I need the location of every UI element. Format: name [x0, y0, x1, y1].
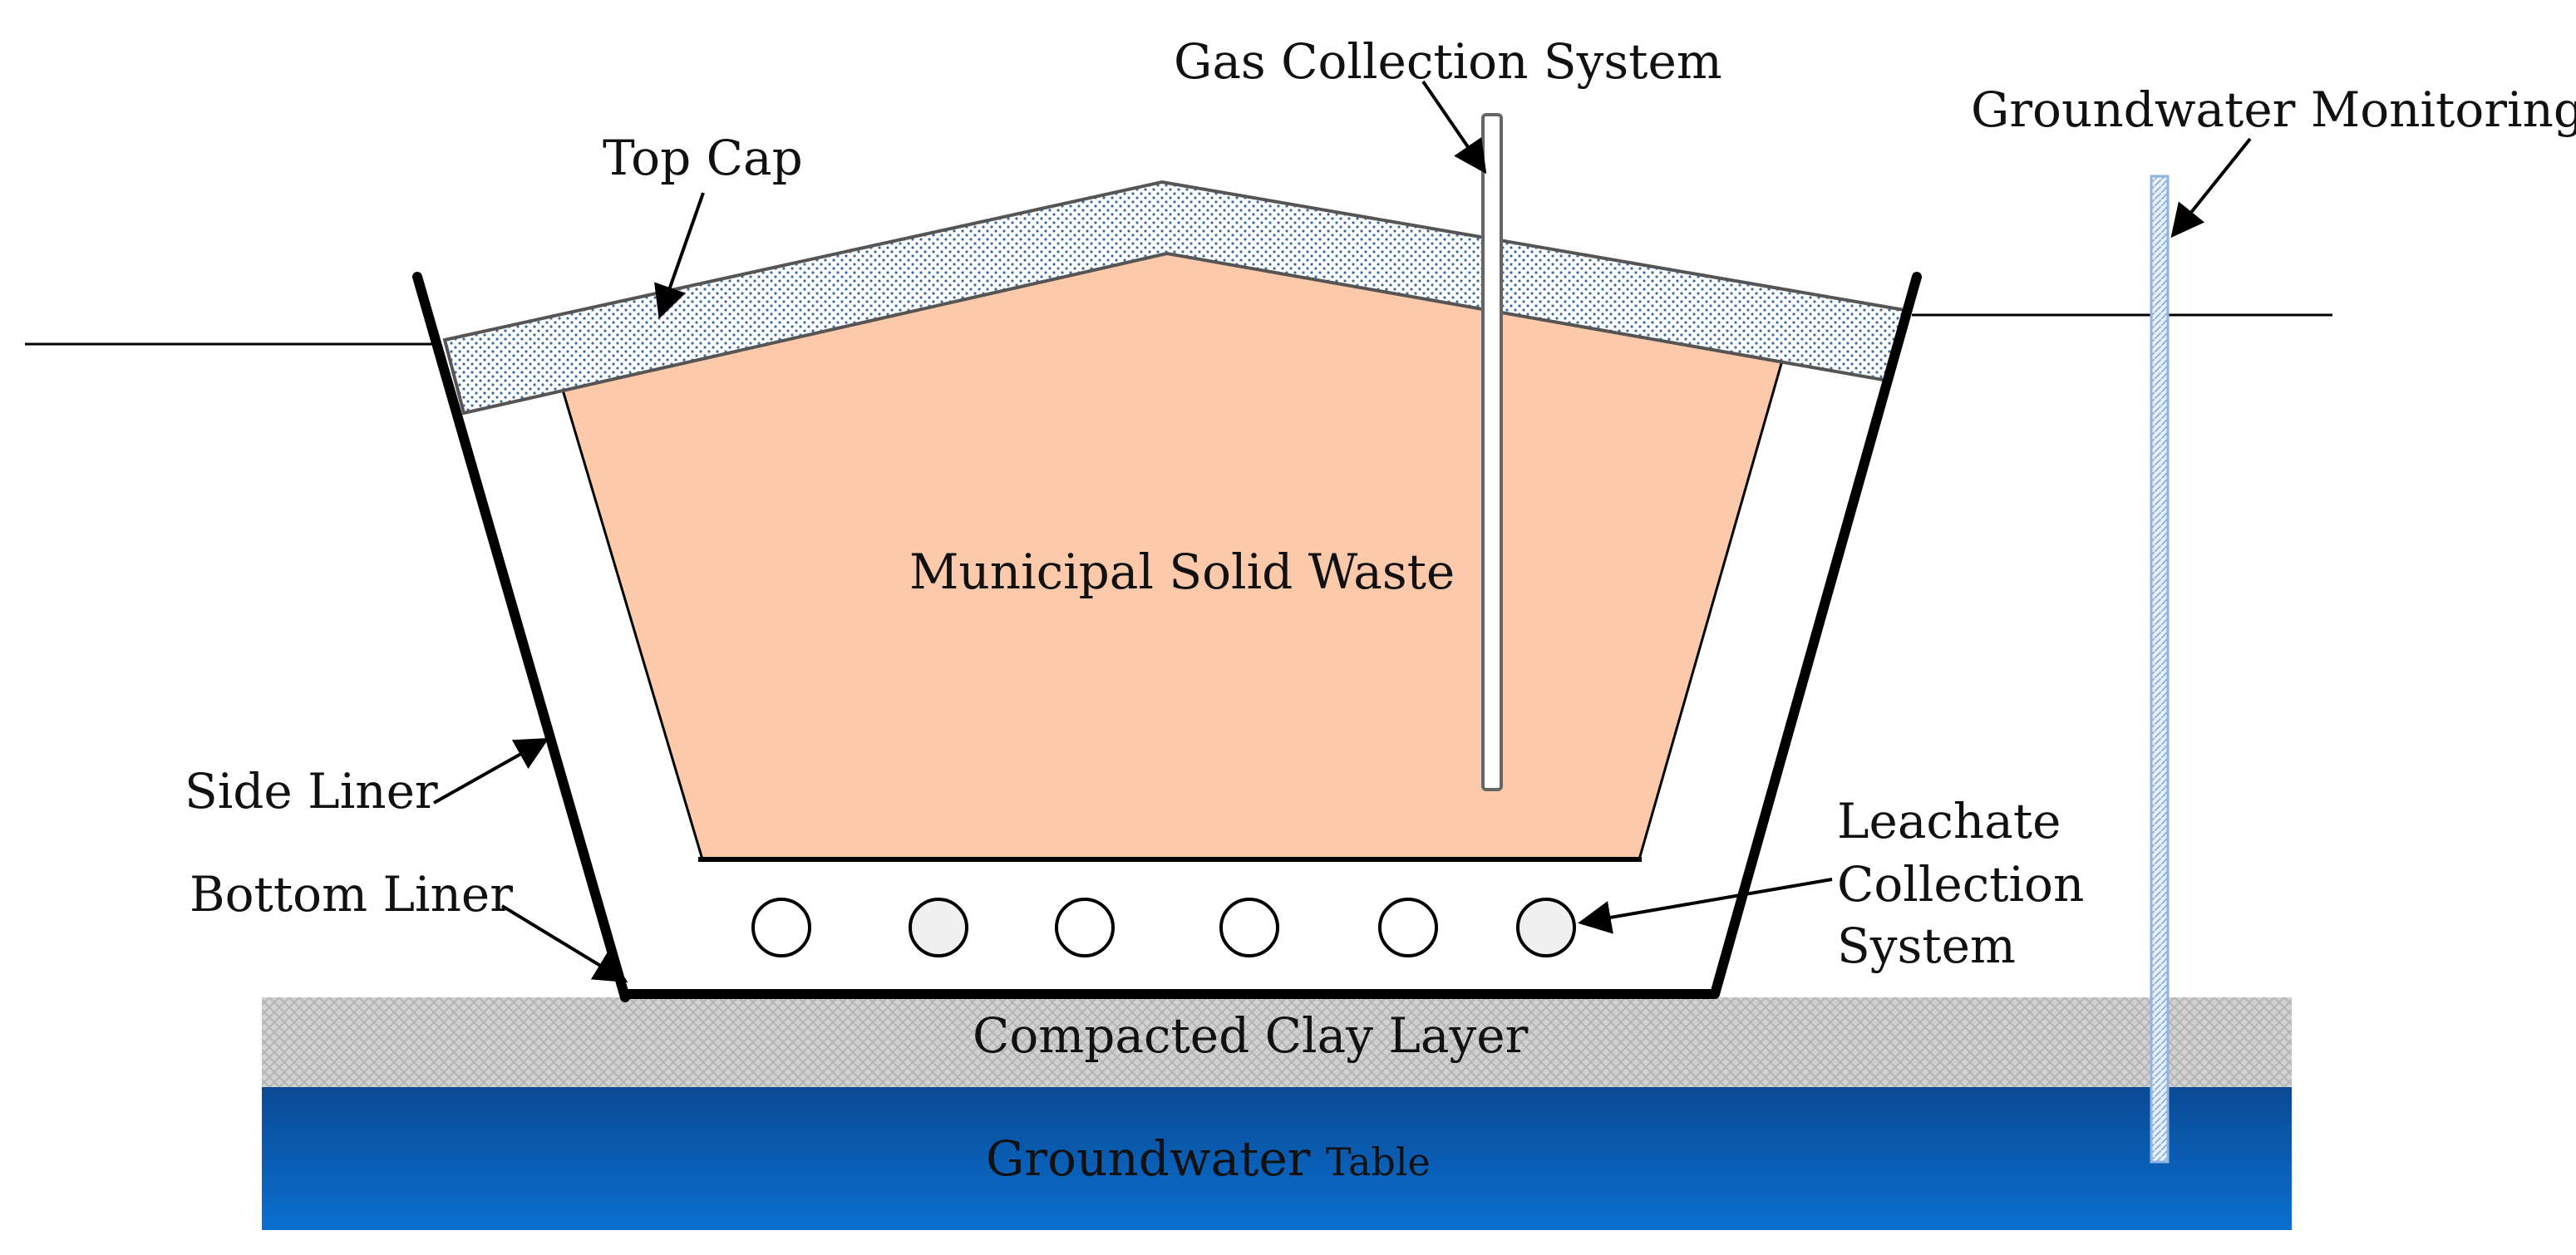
leachate-pipes	[751, 898, 1576, 957]
side-liner-label: Side Liner	[185, 763, 438, 819]
top-cap-arrow	[654, 192, 705, 319]
msw-label: Municipal Solid Waste	[909, 544, 1455, 600]
bottom-liner-label: Bottom Liner	[190, 866, 513, 923]
top-cap-label: Top Cap	[603, 130, 803, 186]
groundwater-monitoring-label: Groundwater Monitoring	[1971, 81, 2576, 138]
gas-collection-pipe	[1481, 113, 1503, 791]
side-liner-arrow	[433, 738, 549, 805]
groundwater-table-label-small: Table	[1326, 1139, 1431, 1184]
leachate-pipe	[1378, 898, 1438, 957]
groundwater-monitoring-well	[2150, 175, 2170, 1164]
compacted-clay-layer	[262, 997, 2292, 1087]
leachate-pipe	[909, 898, 968, 957]
leachate-label-line2: Collection	[1837, 856, 2084, 913]
groundwater-monitoring-arrow	[2170, 137, 2252, 239]
leachate-label-line1: Leachate	[1837, 793, 2061, 849]
leachate-label-line3: System	[1837, 918, 2016, 974]
bottom-liner-arrow	[500, 904, 628, 983]
leachate-arrow	[1578, 878, 1833, 934]
gas-collection-arrow	[1421, 80, 1487, 175]
leachate-pipe	[1219, 898, 1279, 957]
gas-collection-label: Gas Collection System	[1174, 33, 1722, 90]
clay-label: Compacted Clay Layer	[973, 1007, 1529, 1064]
leachate-pipe	[1055, 898, 1115, 957]
groundwater-table	[262, 1087, 2292, 1230]
groundwater-table-label-main: Groundwater	[986, 1130, 1326, 1187]
side-liner-left	[412, 272, 630, 1002]
side-liner-right	[1710, 272, 1922, 999]
leachate-pipe	[1516, 898, 1576, 957]
leachate-pipe	[751, 898, 811, 957]
groundwater-table-label: Groundwater Table	[986, 1130, 1431, 1187]
